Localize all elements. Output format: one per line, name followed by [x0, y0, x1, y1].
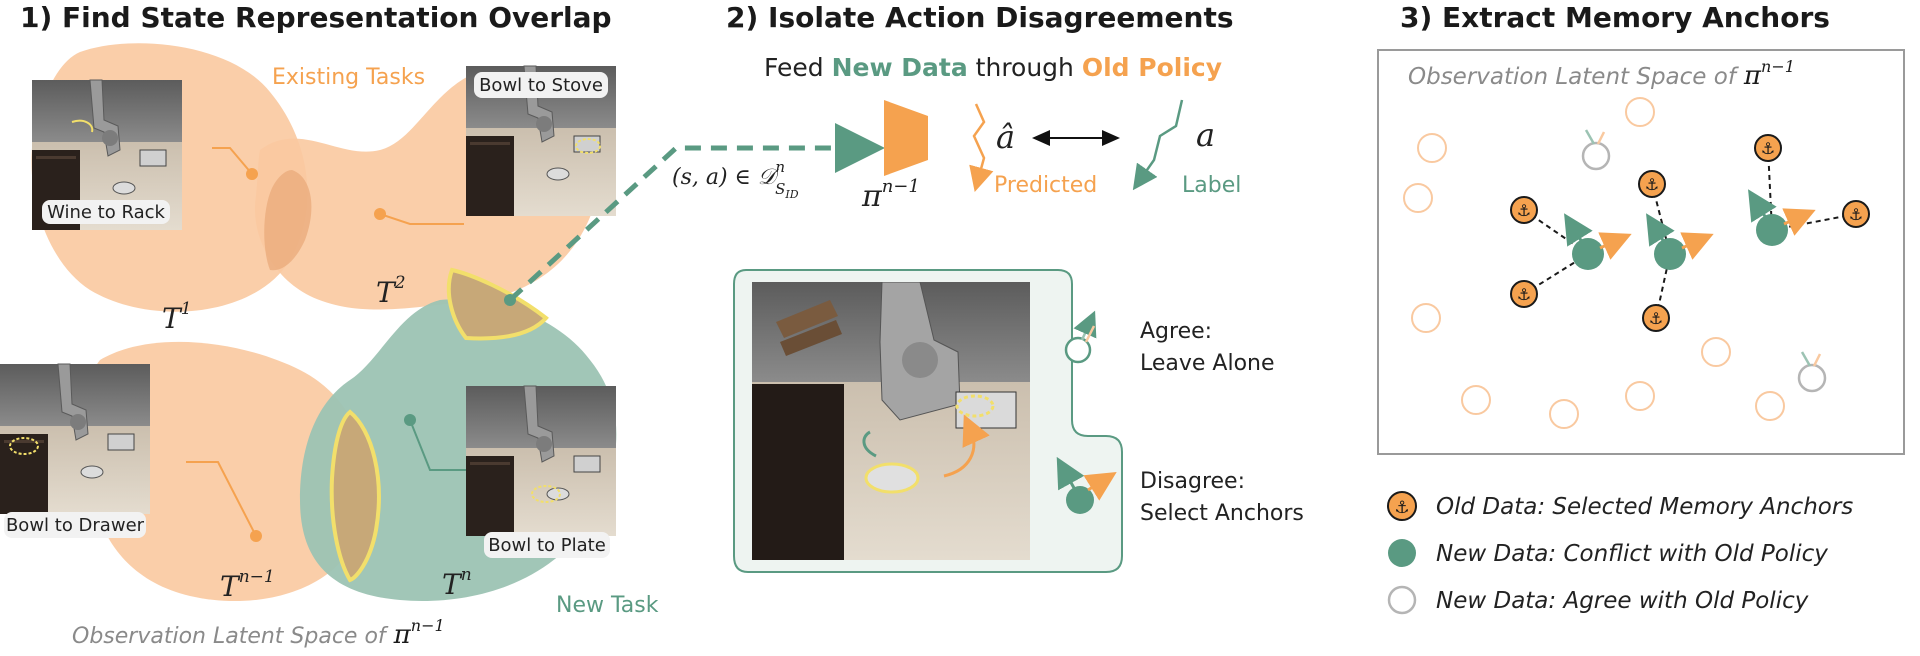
predicted-action-symbol: â: [996, 118, 1015, 156]
panel-2: 2) Isolate Action Disagreements Feed New…: [672, 1, 1304, 573]
anchor-glyph: ⚓: [1645, 175, 1659, 194]
anchor-glyph: ⚓: [1849, 205, 1863, 224]
old-data-point: [1625, 97, 1655, 127]
scene-label: Wine to Rack: [47, 202, 165, 223]
scene-bowl-to-stove: Bowl to Stove: [465, 65, 617, 217]
panel-3: 3) Extract Memory Anchors Observation La…: [1377, 1, 1905, 615]
scene-label: Bowl to Stove: [479, 75, 603, 96]
arrow-icon: [1748, 189, 1777, 223]
anchor-glyph: ⚓: [1517, 285, 1531, 304]
legend-label-anchors: Old Data: Selected Memory Anchors: [1436, 494, 1853, 520]
anchor-icon: [1638, 170, 1666, 198]
new-task-label: New Task: [556, 593, 659, 618]
agree-data-point: [1797, 363, 1827, 393]
old-data-point: [1403, 183, 1433, 213]
dashed-arrow-to-policy: [508, 123, 885, 302]
connector-t1: [212, 147, 253, 175]
anchor-icon: [1510, 196, 1538, 224]
old-data-point: [1417, 133, 1447, 163]
task-label-tn1: Tn−1: [220, 567, 275, 603]
agree-icon: [1064, 310, 1097, 364]
disagree-icon: [1056, 456, 1117, 514]
conflict-data-point: [1756, 214, 1788, 246]
predicted-action-arrow: [969, 103, 994, 193]
legend-anchor-icon: ⚓: [1387, 491, 1417, 521]
overlap-t1-t2: [264, 170, 312, 271]
predicted-label: Predicted: [994, 173, 1097, 198]
agree-label-1: Agree:: [1140, 319, 1212, 344]
policy-symbol: πn−1: [861, 176, 920, 214]
old-data-point: [1701, 337, 1731, 367]
connector-dot-t2: [374, 208, 386, 220]
scene-wine-to-rack: Wine to Rack: [31, 79, 183, 231]
dashed-arrow-origin-dot: [504, 294, 516, 306]
legend: ⚓ Old Data: Selected Memory Anchors New …: [1387, 491, 1853, 615]
arrow-icon: [1596, 131, 1606, 145]
arrow-icon: [1598, 232, 1632, 260]
anchor-icon: [1754, 134, 1782, 162]
panel-1-title: 1) Find State Representation Overlap: [20, 1, 612, 34]
feed-sentence: Feed New Data through Old Policy: [764, 53, 1222, 82]
arrow-icon: [1564, 213, 1593, 247]
legend-agree-icon: [1387, 585, 1417, 615]
scene-bowl-to-drawer: Bowl to Drawer: [0, 363, 151, 538]
old-data-point: [1461, 385, 1491, 415]
task-label-t1: T1: [162, 299, 192, 335]
old-data-point: [1411, 303, 1441, 333]
task-label-t2: T2: [376, 273, 406, 309]
legend-label-conflict: New Data: Conflict with Old Policy: [1436, 541, 1828, 567]
old-policy-network: [884, 100, 928, 176]
agree-data-point: [1581, 141, 1611, 171]
arrow-icon: [1646, 213, 1675, 247]
conflict-data-point: [1654, 238, 1686, 270]
legend-conflict-icon: [1388, 539, 1416, 567]
label-action-arrow: [1132, 99, 1184, 191]
task-label-tn: Tn: [442, 565, 472, 601]
old-data-point: [1549, 399, 1579, 429]
agree-label-2: Leave Alone: [1140, 351, 1275, 376]
blob-tn1: [86, 341, 368, 602]
connector-tn1: [186, 461, 257, 537]
connector-dot-tn1: [250, 530, 262, 542]
old-data-point: [1755, 391, 1785, 421]
scene-label: Bowl to Drawer: [6, 515, 145, 536]
arrow-icon: [1782, 208, 1816, 236]
label-action-symbol: a: [1196, 116, 1215, 154]
anchor-glyph: ⚓: [1761, 139, 1775, 158]
panel-1: 1) Find State Representation Overlap Exi…: [0, 1, 659, 650]
arrow-icon: [1800, 351, 1812, 367]
old-data-point: [1625, 381, 1655, 411]
overlap-t2-tn: [446, 267, 549, 341]
legend-label-agree: New Data: Agree with Old Policy: [1436, 588, 1809, 614]
connector-tn: [409, 419, 466, 471]
disagree-label-2: Select Anchors: [1140, 501, 1304, 526]
overlap-tn1-tn: [329, 409, 381, 583]
scatter-points: ⚓ ⚓ ⚓ ⚓ ⚓ ⚓: [1403, 97, 1870, 429]
scene-bowl-to-plate: Bowl to Plate: [465, 385, 617, 558]
panel-2-title: 2) Isolate Action Disagreements: [726, 1, 1234, 34]
anchor-icon: [1842, 200, 1870, 228]
label-label: Label: [1182, 173, 1241, 198]
existing-tasks-label: Existing Tasks: [272, 65, 425, 90]
anchor-glyph: ⚓: [1649, 309, 1663, 328]
conflict-data-point: [1572, 238, 1604, 270]
anchor-icon: [1642, 304, 1670, 332]
disagree-label-1: Disagree:: [1140, 469, 1245, 494]
decision-scene: [752, 282, 1030, 560]
connector-t2: [379, 213, 464, 225]
arrow-icon: [1680, 232, 1714, 260]
arrow-icon: [1584, 129, 1596, 145]
scene-label: Bowl to Plate: [488, 535, 606, 556]
panel-3-title: 3) Extract Memory Anchors: [1400, 1, 1830, 34]
connector-dot-tn: [404, 414, 416, 426]
anchor-icon: [1510, 280, 1538, 308]
connector-dot-t1: [246, 168, 258, 180]
anchor-glyph: ⚓: [1517, 201, 1531, 220]
svg-text:⚓: ⚓: [1394, 498, 1409, 518]
arrow-icon: [1812, 353, 1822, 367]
